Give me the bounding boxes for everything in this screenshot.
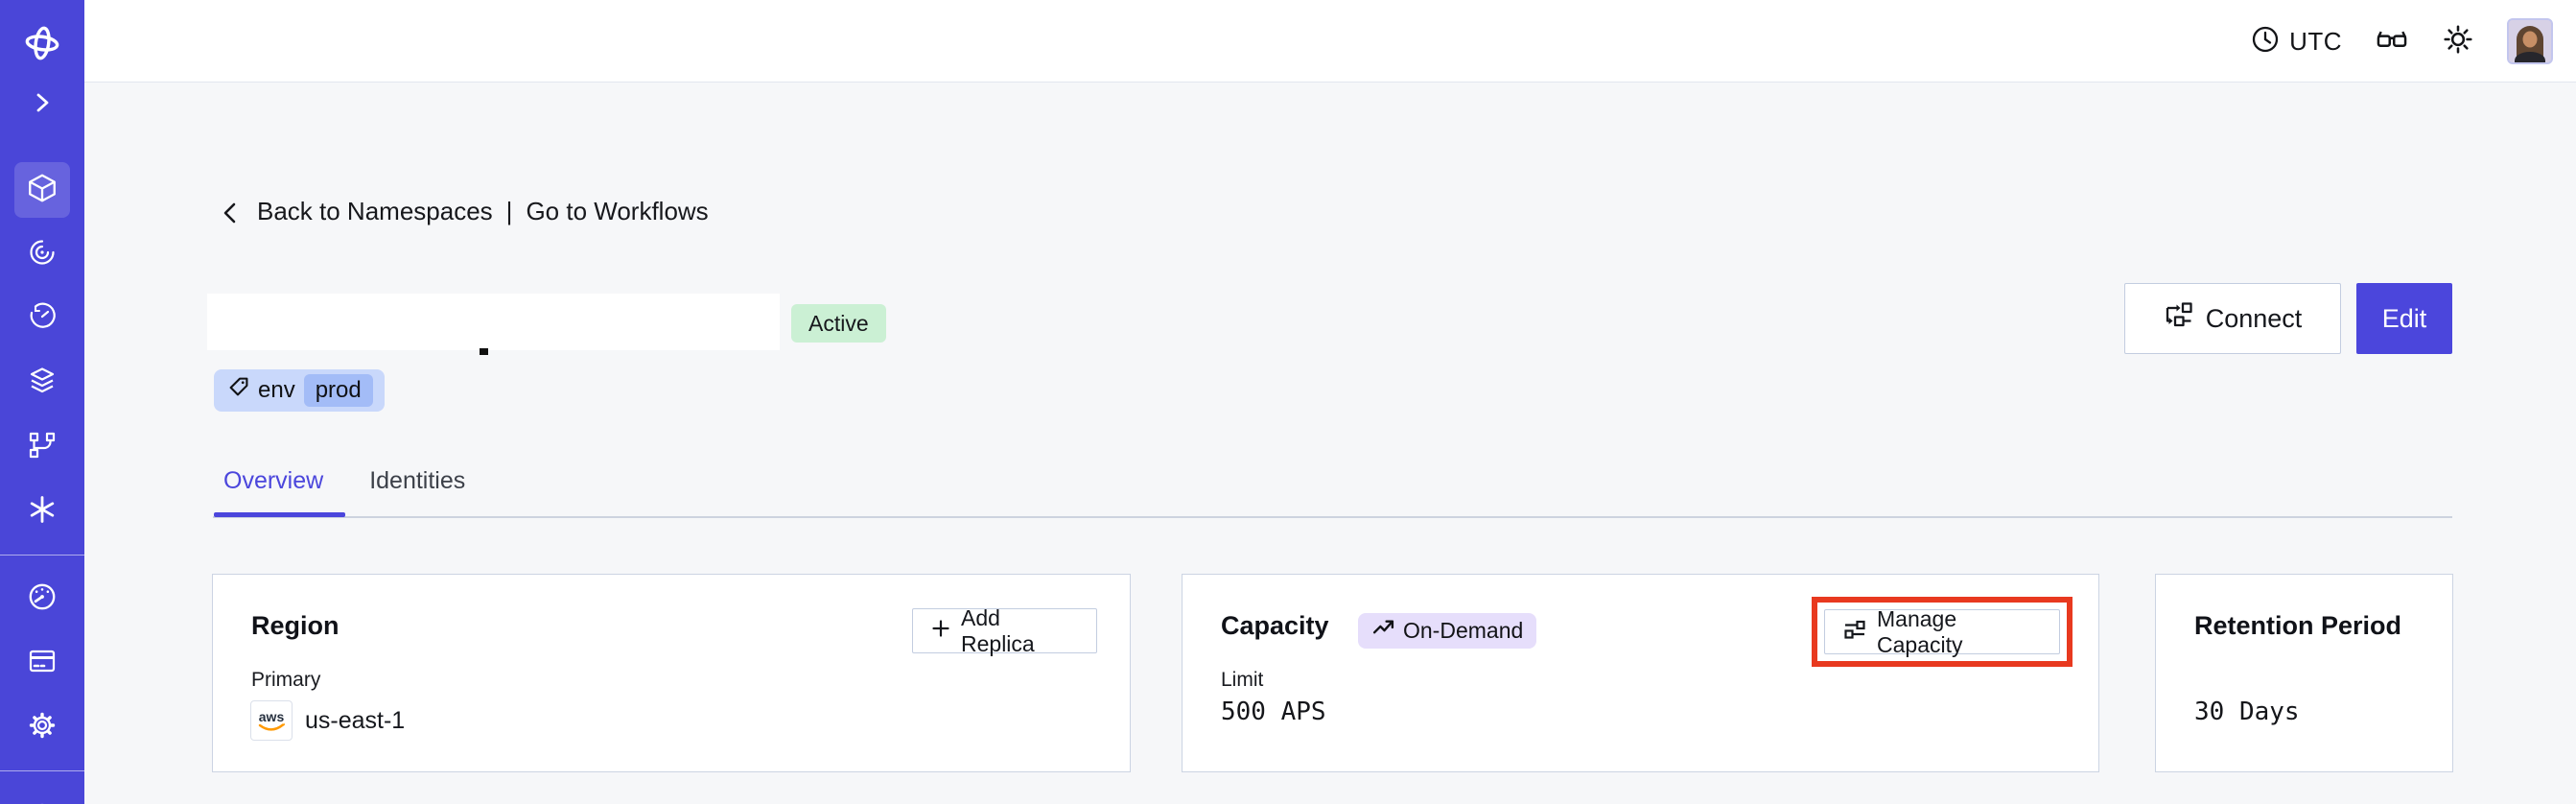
region-value: us-east-1 [305,706,406,734]
chevron-left-icon[interactable] [219,198,244,225]
tab-overview[interactable]: Overview [223,467,324,494]
aws-provider-icon: aws [250,700,293,741]
redaction-artifact [480,348,488,355]
aws-logo-text: aws [259,709,285,724]
status-badge-label: Active [808,310,869,336]
sidebar-item-deployments[interactable] [21,426,63,468]
timezone-label: UTC [2289,26,2342,56]
glasses-icon [2375,22,2409,61]
namespace-tag: env prod [214,369,385,412]
sidebar-divider [0,555,84,556]
sidebar-item-schedules[interactable] [21,297,63,340]
connect-icon [2164,300,2194,338]
region-field-label: Primary [251,669,321,691]
gauge-icon [26,580,59,618]
billing-card-icon [27,646,58,681]
capacity-field-label: Limit [1221,669,1264,691]
tab-divider-line [213,516,2452,518]
tag-key: env [258,377,295,403]
add-replica-button[interactable]: Add Replica [912,605,1097,656]
region-card: Region Add Replica Primary aws us-east-1 [212,574,1131,772]
topbar-actions: UTC [2251,0,2553,83]
manage-capacity-label: Manage Capacity [1877,605,1963,657]
topbar: UTC [84,0,2576,83]
layers-icon [27,366,58,401]
plus-icon [930,618,951,645]
edit-button-label: Edit [2381,303,2427,333]
spiral-icon [27,237,58,272]
labs-toggle[interactable] [2375,22,2409,61]
sidebar-item-namespaces[interactable] [14,162,70,218]
namespace-title-redaction [207,294,780,350]
tag-value: prod [303,374,373,407]
retention-card-title: Retention Period [2194,611,2402,640]
sidebar-item-workflows[interactable] [21,233,63,275]
on-demand-badge: On-Demand [1358,613,1537,649]
sidebar [0,0,84,804]
manage-capacity-button[interactable]: Manage Capacity [1824,606,2060,657]
capacity-card-title: Capacity [1221,611,1329,640]
temporal-logo-icon[interactable] [21,22,63,64]
theme-toggle[interactable] [2442,23,2474,60]
breadcrumb-back-link[interactable]: Back to Namespaces [257,197,493,225]
sun-icon [2442,23,2474,60]
sidebar-expand-button[interactable] [21,83,63,126]
tab-identities[interactable]: Identities [369,467,466,494]
capacity-card: Capacity On-Demand [1182,574,2099,772]
cube-icon [26,172,59,209]
tag-icon [227,376,249,405]
breadcrumb-separator: | [505,197,513,225]
region-value-row: aws us-east-1 [250,700,405,741]
breadcrumb-workflows-link[interactable]: Go to Workflows [526,197,709,225]
edit-button[interactable]: Edit [2356,283,2452,354]
breadcrumb: Back to Namespaces | Go to Workflows [219,197,709,226]
add-replica-label: Add Replica [961,604,1035,656]
timezone-selector[interactable]: UTC [2251,25,2342,59]
gear-icon [27,710,58,745]
region-card-title: Region [251,611,340,640]
sliders-icon [1842,617,1867,648]
clock-icon [2251,25,2280,59]
retention-value: 30 Days [2194,698,2300,726]
tab-bar: Overview Identities [223,467,465,503]
sidebar-divider [0,770,84,771]
active-tab-indicator [214,512,345,517]
sidebar-item-stacks[interactable] [21,362,63,404]
timer-icon [27,301,58,337]
sidebar-item-settings[interactable] [21,706,63,748]
sidebar-item-support[interactable] [21,792,63,804]
on-demand-badge-label: On-Demand [1403,618,1524,643]
asterisk-icon [27,494,58,530]
sidebar-item-billing[interactable] [21,642,63,684]
connect-button[interactable]: Connect [2124,283,2341,354]
sidebar-item-nexus[interactable] [21,490,63,532]
sidebar-item-usage[interactable] [21,578,63,620]
trending-up-icon [1371,616,1395,646]
chevron-right-icon [30,90,55,120]
action-highlight-box: Manage Capacity [1812,597,2073,667]
circle-partial-icon [26,795,59,804]
status-badge: Active [791,304,886,343]
capacity-value: 500 APS [1221,698,1326,726]
branch-icon [27,430,58,465]
connect-button-label: Connect [2205,303,2303,333]
retention-card: Retention Period 30 Days [2155,574,2453,772]
avatar[interactable] [2507,18,2553,64]
